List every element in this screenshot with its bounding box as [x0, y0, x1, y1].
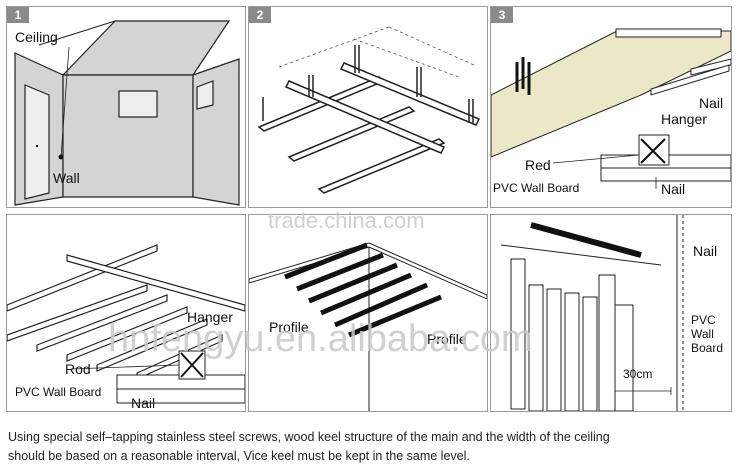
step-number-badge: 3 [491, 7, 513, 23]
profiles-illustration [249, 242, 487, 411]
ceiling-label: Ceiling [15, 29, 58, 45]
door [24, 84, 50, 200]
back-window [118, 90, 158, 118]
pvc-wall-board-label: PVC Wall Board [15, 385, 102, 399]
hanger-label: Hanger [187, 309, 233, 325]
profile-right-label: Profile [427, 331, 467, 347]
pvc-label-line-2: Wall [691, 327, 714, 341]
caption-line-1: Using special self–tapping stainless ste… [8, 430, 610, 444]
instruction-caption: Using special self–tapping stainless ste… [8, 428, 730, 466]
profile-left-label: Profile [269, 319, 309, 335]
nail-label: Nail [693, 243, 718, 259]
pvc-label-line-1: PVC [691, 313, 716, 327]
watermark-top: trade.china.com [268, 208, 425, 233]
dimension-label: 30cm [623, 367, 653, 381]
step-1-panel: 1 Ceiling Wall [6, 6, 246, 208]
side-window [196, 80, 214, 110]
room-illustration [14, 20, 240, 206]
step-6-panel: Nail PVC Wall Board 30cm [490, 214, 732, 412]
pvc-board-surface [491, 30, 731, 158]
step-number-badge: 2 [249, 7, 271, 23]
ceiling-grid-illustration [257, 26, 481, 194]
hanger-label: Hanger [661, 111, 707, 127]
step-5-panel: Profile Profile [248, 214, 488, 412]
wall-label: Wall [53, 170, 80, 186]
wall-boards-illustration [500, 215, 684, 411]
step-2-panel: 2 [248, 6, 488, 208]
step-number-badge: 1 [7, 7, 29, 23]
nail-bottom-label: Nail [661, 181, 686, 197]
step-4-panel: Hanger Rod PVC Wall Board Nail [6, 214, 246, 412]
board-installation-illustration [491, 28, 731, 189]
nail-label: Nail [131, 395, 156, 411]
red-label: Red [525, 157, 551, 173]
pvc-label-line-3: Board [691, 341, 724, 355]
caption-line-2: should be based on a reasonable interval… [8, 449, 470, 463]
step-3-panel: 3 Nail Hanger Red PVC Wall Board Nail [490, 6, 732, 208]
nail-label: Nail [699, 95, 724, 111]
rod-hanger-illustration [7, 244, 245, 404]
rod-label: Rod [65, 361, 91, 377]
watermark-center: hnfengyu.en.alibaba.com [108, 318, 533, 360]
pvc-wall-board-label: PVC Wall Board [493, 181, 580, 195]
right-wall [192, 58, 240, 206]
